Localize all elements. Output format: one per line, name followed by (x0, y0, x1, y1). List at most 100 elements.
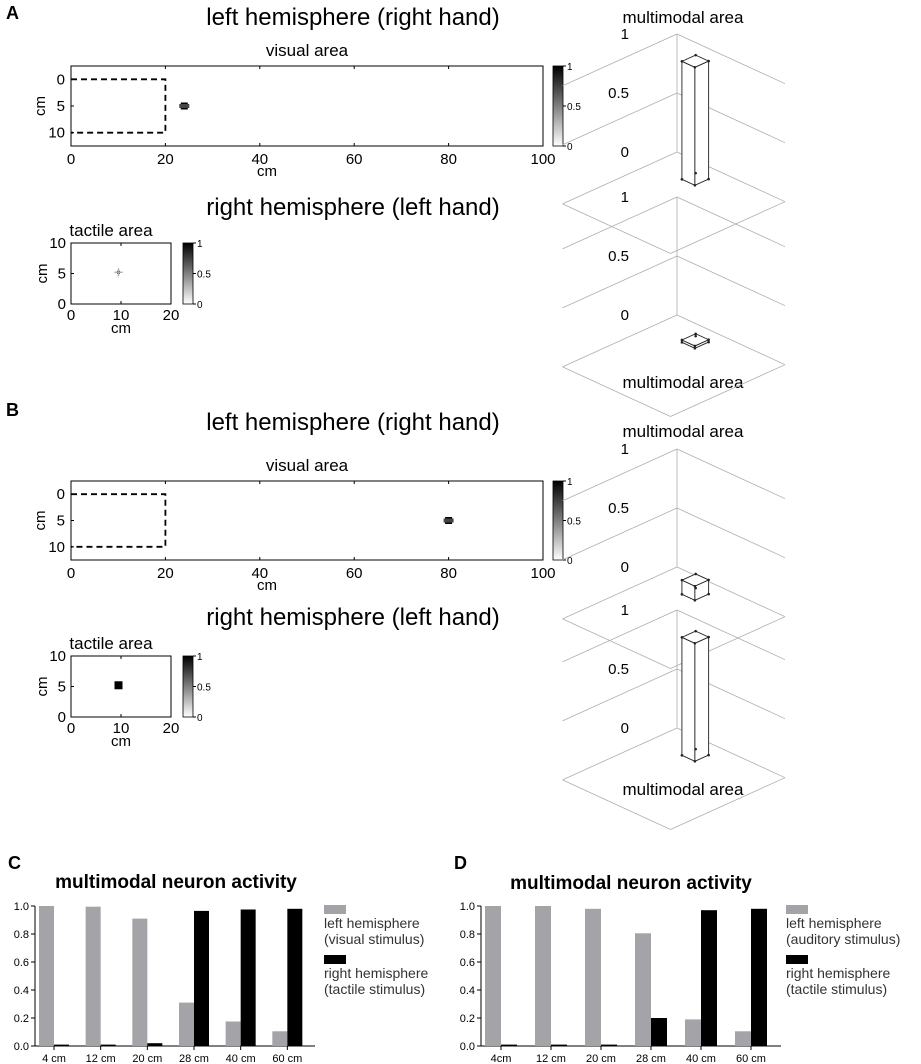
x-axis-label: cm (111, 320, 131, 337)
visual-area-title: visual area (266, 456, 349, 475)
tactile-area-title: tactile area (69, 221, 153, 240)
floor-edge (670, 364, 786, 417)
z-tick-label: 0.5 (608, 85, 629, 102)
grid-line (562, 33, 678, 87)
x-tick-label: 40 cm (226, 1053, 256, 1064)
activity-column-vertex (680, 178, 684, 181)
colorbar-tick-label: 1 (567, 477, 573, 488)
bar-right-hemisphere (651, 1018, 667, 1046)
activity-column-vertex (680, 341, 684, 344)
y-tick-label: 5 (57, 513, 65, 530)
z-tick-label: 0 (621, 307, 629, 324)
grid-line (562, 609, 678, 663)
colorbar-tick-label: 0.5 (197, 683, 211, 694)
z-tick-label: 0.5 (608, 661, 629, 678)
activity-column-vertex (707, 753, 710, 757)
visual-area-title: visual area (266, 41, 349, 60)
activity-column-vertex (693, 347, 697, 350)
z-tick-label: 0.5 (608, 248, 629, 265)
tactile-area-frame (70, 242, 172, 305)
bar-right-hemisphere (287, 908, 303, 1046)
legend-label: left hemisphere (324, 915, 420, 931)
panel-b-top-multimodal-plot: 10.50 (562, 441, 786, 669)
x-tick-label: 0 (67, 565, 75, 582)
y-axis-label: cm (34, 677, 51, 697)
legend-label: left hemisphere (786, 915, 882, 931)
bar-chart-title: multimodal neuron activity (55, 872, 297, 893)
colorbar-tick-label: 0 (567, 556, 573, 567)
activity-column-vertex (707, 338, 710, 342)
colorbar (182, 242, 194, 305)
z-tick-label: 0 (621, 720, 629, 737)
activity-column-front-face (681, 636, 696, 763)
y-axis-label: cm (32, 511, 49, 531)
panel-a-bottom-multimodal-plot: 10.50 (562, 189, 786, 417)
y-tick-label: 5 (58, 679, 66, 696)
grid-line (562, 255, 678, 309)
legend-swatch (324, 905, 346, 914)
activity-column-vertex (693, 184, 697, 187)
floor-edge (562, 618, 671, 669)
x-tick-label: 28 cm (636, 1053, 666, 1064)
floor-edge (670, 777, 786, 830)
x-tick-label: 40 (251, 151, 268, 168)
legend-swatch (786, 955, 808, 964)
y-tick-label: 0.4 (460, 985, 475, 997)
x-tick-label: 80 (440, 565, 457, 582)
x-axis-label: cm (257, 163, 277, 180)
activity-column-side-face (694, 60, 710, 187)
activity-column-vertex (707, 59, 710, 63)
activity-column-vertex (694, 334, 697, 338)
legend-label: right hemisphere (324, 965, 428, 981)
grid-line (676, 448, 786, 500)
x-tick-label: 20 (163, 720, 180, 737)
x-tick-label: 10 (113, 307, 130, 324)
z-tick-label: 1 (621, 441, 629, 458)
y-tick-label: 5 (57, 98, 65, 115)
x-tick-label: 4 cm (42, 1053, 66, 1064)
grid-line (562, 314, 678, 368)
activity-column-vertex (693, 760, 697, 763)
y-tick-label: 0.2 (14, 1013, 29, 1025)
floor-edge (562, 203, 671, 254)
colorbar-tick-label: 1 (197, 239, 203, 250)
x-tick-label: 12 cm (536, 1053, 566, 1064)
y-tick-label: 0.4 (14, 985, 29, 997)
grid-line (676, 255, 786, 307)
activity-column-vertex (693, 344, 697, 348)
x-tick-label: 60 cm (736, 1053, 766, 1064)
panel-b-right-hemisphere-title: right hemisphere (left hand) (206, 604, 499, 631)
panel-a-top-multimodal-title: multimodal area (623, 8, 744, 27)
x-axis-label: cm (257, 577, 277, 594)
bar-left-hemisphere (535, 906, 551, 1046)
activity-column-vertex (694, 629, 697, 633)
grid-line (676, 314, 786, 366)
y-tick-label: 1.0 (460, 901, 475, 913)
activity-column-vertex (680, 636, 684, 639)
z-tick-label: 1 (621, 189, 629, 206)
colorbar-tick-label: 0.5 (567, 102, 581, 113)
activity-column-vertex (693, 584, 697, 588)
grid-line (676, 196, 786, 248)
x-tick-label: 20 (163, 307, 180, 324)
colorbar-tick-label: 0.5 (567, 517, 581, 528)
activity-column-vertex (694, 747, 697, 751)
bar-right-hemisphere (54, 1044, 69, 1046)
grid-line (562, 92, 678, 146)
legend-label: (tactile stimulus) (786, 981, 887, 997)
floor-edge (562, 366, 671, 417)
bar-right-hemisphere (751, 908, 767, 1046)
colorbar-tick-label: 0 (197, 713, 203, 724)
y-tick-label: 0 (58, 296, 66, 313)
x-tick-label: 28 cm (179, 1053, 209, 1064)
bar-left-hemisphere (179, 1002, 194, 1046)
bar-right-hemisphere (194, 910, 209, 1046)
activity-column-vertex (680, 60, 684, 63)
colorbar-tick-label: 1 (567, 62, 573, 73)
legend-label: (tactile stimulus) (324, 981, 425, 997)
panel-a-left-hemisphere-title: left hemisphere (right hand) (206, 4, 499, 31)
activity-column-vertex (694, 586, 697, 590)
panel-b-left-hemisphere-title: left hemisphere (right hand) (206, 409, 499, 436)
